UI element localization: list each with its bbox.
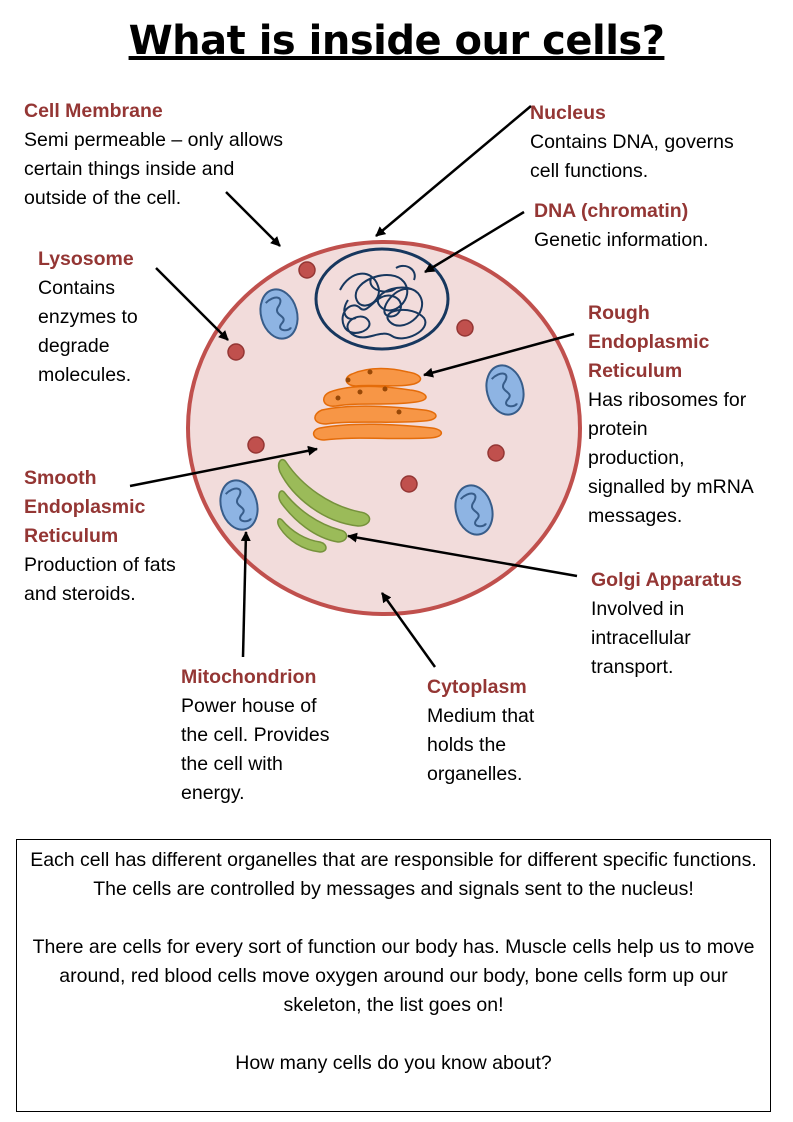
label-rough-er-heading: Rough Endoplasmic Reticulum: [588, 302, 710, 382]
info-box: Each cell has different organelles that …: [16, 839, 771, 1112]
label-mitochondrion-body: Power house of the cell. Provides the ce…: [181, 695, 330, 804]
mitochondria: [219, 288, 525, 536]
arrow-golgi: [347, 532, 578, 578]
arrow-smooth-er: [129, 445, 318, 488]
label-cell-membrane-heading: Cell Membrane: [24, 100, 163, 122]
label-cell-membrane-body: Semi permeable – only allows certain thi…: [24, 129, 284, 209]
label-smooth-er-body: Production of fats and steroids.: [24, 554, 176, 605]
pointer-arrows: [129, 105, 578, 668]
arrow-cytoplasm: [380, 592, 437, 668]
arrow-rough-er: [423, 332, 575, 378]
label-nucleus-heading: Nucleus: [530, 102, 606, 124]
label-cytoplasm: Cytoplasm Medium that holds the organell…: [427, 673, 534, 789]
arrow-lysosome: [155, 267, 229, 341]
label-cell-membrane: Cell Membrane Semi permeable – only allo…: [24, 97, 283, 213]
label-dna-body: Genetic information.: [534, 229, 709, 251]
label-golgi-body: Involved in intracellular transport.: [591, 598, 691, 678]
endoplasmic-reticulum: [312, 367, 442, 441]
info-paragraph-1: Each cell has different organelles that …: [30, 849, 757, 900]
info-question: How many cells do you know about?: [235, 1052, 552, 1074]
lysosomes: [227, 261, 505, 493]
ribosomes: [335, 369, 402, 415]
golgi-apparatus: [277, 458, 371, 553]
label-smooth-er-heading: Smooth Endoplasmic Reticulum: [24, 467, 146, 547]
label-cytoplasm-heading: Cytoplasm: [427, 676, 527, 698]
label-nucleus-body: Contains DNA, governs cell functions.: [530, 131, 734, 182]
arrow-cell-membrane: [225, 191, 281, 247]
label-rough-er-body: Has ribosomes for protein production, si…: [588, 389, 754, 527]
arrow-mitochondrion: [240, 531, 251, 658]
label-mitochondrion: Mitochondrion Power house of the cell. P…: [181, 663, 330, 808]
dna-chromatin: [339, 264, 427, 340]
page-title: What is inside our cells?: [128, 18, 665, 64]
label-smooth-er: Smooth Endoplasmic Reticulum Production …: [24, 464, 176, 609]
label-golgi: Golgi Apparatus Involved in intracellula…: [591, 566, 742, 682]
info-paragraph-2: There are cells for every sort of functi…: [32, 936, 755, 1016]
arrow-dna: [424, 210, 525, 274]
label-lysosome-body: Contains enzymes to degrade molecules.: [38, 277, 138, 386]
label-golgi-heading: Golgi Apparatus: [591, 569, 742, 591]
label-nucleus: Nucleus Contains DNA, governs cell funct…: [530, 99, 734, 186]
nucleus: [314, 247, 450, 351]
label-cytoplasm-body: Medium that holds the organelles.: [427, 705, 535, 785]
label-mitochondrion-heading: Mitochondrion: [181, 666, 317, 688]
label-lysosome-heading: Lysosome: [38, 248, 134, 270]
arrow-nucleus: [375, 105, 532, 237]
label-lysosome: Lysosome Contains enzymes to degrade mol…: [38, 245, 138, 390]
label-rough-er: Rough Endoplasmic Reticulum Has ribosome…: [588, 299, 754, 531]
label-dna-heading: DNA (chromatin): [534, 200, 689, 222]
label-dna: DNA (chromatin) Genetic information.: [534, 197, 709, 255]
